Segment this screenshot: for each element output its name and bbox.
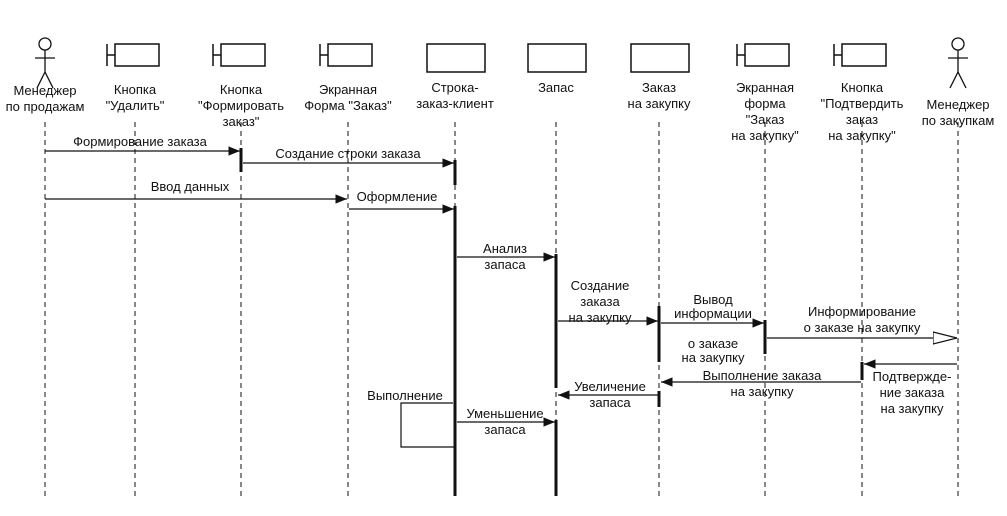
message-label: Формирование заказа: [73, 134, 207, 149]
message-label: Создание строки заказа: [275, 146, 421, 161]
activation-bar: [554, 420, 558, 496]
actor-icon: [35, 37, 55, 89]
activation-bar: [763, 320, 767, 354]
activation-bar: [657, 391, 661, 407]
message-1: Формирование заказа: [45, 134, 240, 156]
object-box: [426, 43, 486, 73]
participant-5: Строка-заказ-клиент: [416, 43, 494, 111]
boundary-icon: [212, 43, 266, 67]
boundary-icon: [736, 43, 790, 67]
participant-label: Запас: [538, 80, 574, 95]
boundary-icon: [833, 43, 887, 67]
activation-bar: [657, 306, 661, 362]
boundary-icon: [319, 43, 373, 67]
actor-icon: [948, 37, 968, 89]
object-box: [527, 43, 587, 73]
participant-label: Кнопка"Удалить": [106, 82, 165, 113]
participant-2: Кнопка"Удалить": [106, 43, 165, 113]
activation-bar: [453, 160, 457, 185]
message-12: Выполнение: [367, 388, 455, 448]
self-message-line: [400, 402, 455, 448]
activation-bar: [860, 362, 864, 380]
message-3: Ввод данных: [45, 179, 347, 204]
participant-6: Запас: [527, 43, 587, 95]
message-label: Выполнение: [367, 388, 443, 403]
boundary-icon: [106, 43, 160, 67]
message-2: Создание строки заказа: [243, 146, 454, 168]
activation-bar: [453, 206, 457, 496]
participant-label: Строка-заказ-клиент: [416, 80, 494, 111]
message-4: Оформление: [349, 189, 454, 214]
activation-bar: [239, 148, 243, 172]
activation-bar: [554, 254, 558, 388]
message-label: Оформление: [357, 189, 438, 204]
message-label: Ввод данных: [151, 179, 230, 194]
object-box: [630, 43, 690, 73]
